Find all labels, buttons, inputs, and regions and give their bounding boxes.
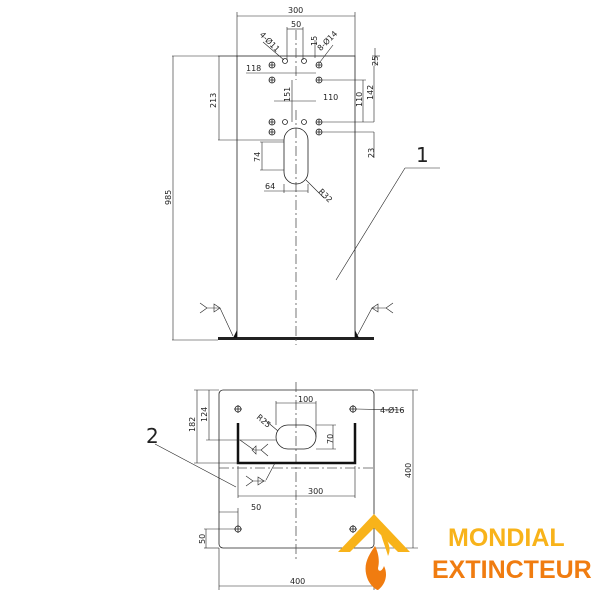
weld-symbol-left xyxy=(199,302,234,337)
dim-top-edge-offset: 25 xyxy=(371,56,380,66)
dim-overall-width: 300 xyxy=(288,6,303,15)
dim-hole-pattern-width: 110 xyxy=(323,93,338,102)
dim-plate-height: 400 xyxy=(404,463,413,478)
dim-plan-slot-height: 70 xyxy=(326,434,335,444)
front-slot xyxy=(283,127,309,185)
logo-flame-icon xyxy=(365,546,386,590)
dim-slot-top-offset: 213 xyxy=(209,93,218,108)
dim-hole-pattern-height-b: 142 xyxy=(366,85,375,100)
weld-right xyxy=(355,330,359,338)
label-anchor-holes: 4-Ø16 xyxy=(380,405,404,415)
dim-hole-pattern-height-a: 110 xyxy=(355,92,364,107)
label-holes-small: 4-Ø11 xyxy=(258,30,282,54)
dim-hole-edge-offset-x: 50 xyxy=(251,503,261,512)
brand-line-1: MONDIAL xyxy=(448,524,565,552)
brand-line-2: EXTINCTEUR xyxy=(432,556,592,584)
front-base-plate xyxy=(218,337,374,340)
base-plate-outline xyxy=(218,389,375,549)
channel-profile xyxy=(236,423,357,465)
dim-slot-width: 64 xyxy=(265,182,275,191)
dim-offset-top: 15 xyxy=(310,36,319,46)
dim-plan-offset-a: 124 xyxy=(200,407,209,422)
dim-total-height: 985 xyxy=(164,190,173,205)
weld-symbol-right xyxy=(356,302,394,337)
dim-plan-slot-width: 100 xyxy=(298,395,313,404)
weld-left xyxy=(233,330,237,338)
dim-plan-offset-b: 182 xyxy=(188,417,197,432)
dim-hole-edge-offset-y: 50 xyxy=(198,534,207,544)
part-label-2: 2 xyxy=(146,424,159,448)
brand-logo: MONDIAL EXTINCTEUR xyxy=(338,514,592,590)
anchor-holes xyxy=(234,405,357,533)
dim-plate-width: 400 xyxy=(290,577,305,586)
dim-channel-width: 300 xyxy=(308,487,323,496)
dim-vertical-hole-spacing: 151 xyxy=(283,87,292,102)
part-label-1: 1 xyxy=(416,143,429,167)
bolt-holes xyxy=(268,58,323,136)
logo-roof-icon xyxy=(338,514,410,552)
dim-slot-radius: R32 xyxy=(317,187,335,205)
dim-slot-bottom-offset: 23 xyxy=(367,148,376,158)
dim-plan-slot-radius: R25 xyxy=(255,413,273,430)
front-view: 300 50 15 4-Ø11 8-Ø14 118 25 110 142 23 … xyxy=(164,6,440,345)
dim-left-hole-offset: 118 xyxy=(246,64,261,73)
dim-slot-height: 74 xyxy=(253,152,262,162)
dim-hole-spacing-top: 50 xyxy=(291,20,301,29)
